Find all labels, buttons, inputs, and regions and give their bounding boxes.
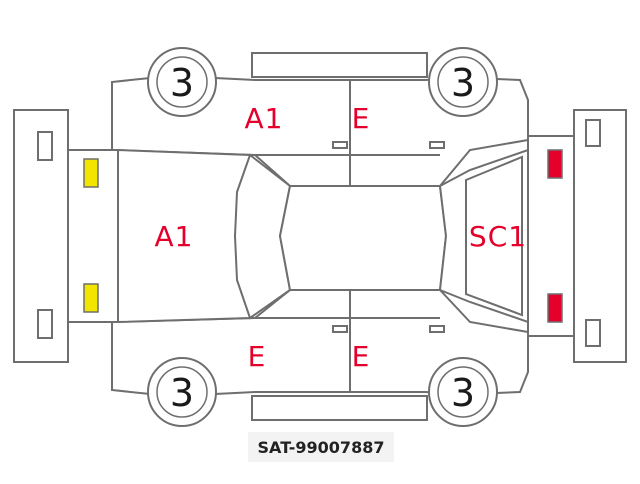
top-sill (251, 52, 428, 78)
tire-rating: 3 (170, 371, 194, 415)
tire-rating: 3 (451, 61, 475, 105)
stock-code: SAT-99007887 (257, 437, 385, 457)
tire-front-left: 3 (147, 47, 217, 117)
door-handle (332, 325, 348, 333)
roof (278, 185, 448, 291)
mark-rear-window: SC1 (469, 220, 527, 253)
taillight-top (547, 149, 563, 179)
taillight-bottom (547, 293, 563, 323)
mark-front-right-door: E (248, 340, 267, 373)
mark-hood: A1 (155, 220, 194, 253)
front-bumper (13, 109, 69, 363)
tire-rear-right: 3 (428, 357, 498, 427)
mark-front-left-door: A1 (245, 102, 284, 135)
bottom-sill (251, 395, 428, 421)
tire-front-right: 3 (147, 357, 217, 427)
rear-bumper (573, 109, 627, 363)
mark-rear-left-door: E (352, 102, 371, 135)
headlight-top (83, 158, 99, 188)
tire-rating: 3 (170, 61, 194, 105)
rear-glass (465, 155, 523, 317)
stock-code-box: SAT-99007887 (248, 432, 394, 462)
tire-rating: 3 (451, 371, 475, 415)
headlight-bottom (83, 283, 99, 313)
door-handle (429, 325, 445, 333)
tire-rear-left: 3 (428, 47, 498, 117)
door-handle (332, 141, 348, 149)
door-handle (429, 141, 445, 149)
mark-rear-right-door: E (352, 340, 371, 373)
